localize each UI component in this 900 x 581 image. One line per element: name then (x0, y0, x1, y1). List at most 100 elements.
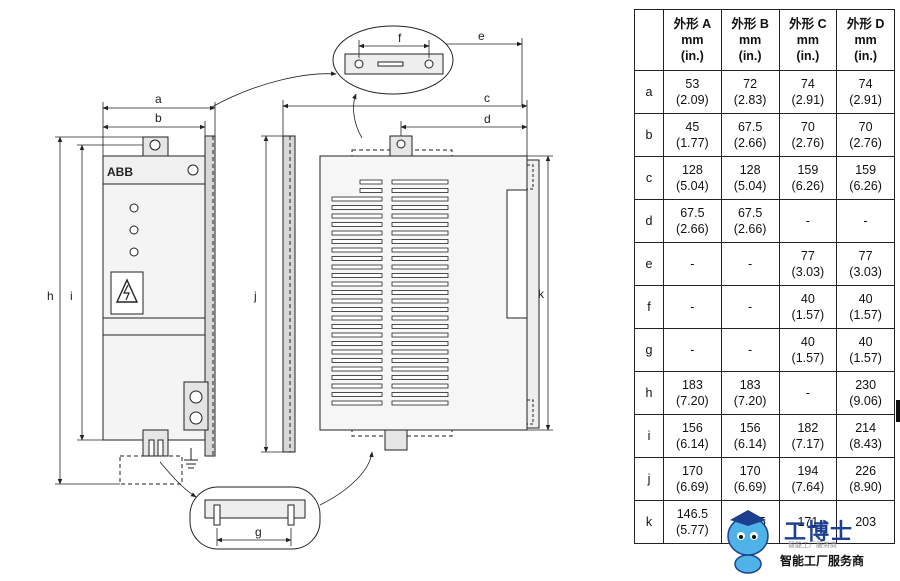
table-row: e--77(3.03)77(3.03) (634, 242, 895, 286)
cell-value-mm: 214 (855, 421, 877, 435)
cell-value-mm: 77 (800, 249, 815, 263)
vent-slot (359, 188, 383, 193)
vent-slot (331, 400, 383, 406)
cell-value-mm: 67.5 (737, 120, 763, 134)
vent-slot (331, 349, 383, 355)
top-detail-bubble (209, 25, 454, 139)
cell-value-mm: 230 (855, 378, 877, 392)
table-cell: 182(7.17) (778, 414, 838, 458)
dim-label-k: k (538, 287, 545, 301)
vent-slot (391, 383, 449, 389)
cell-value-mm: 183 (739, 378, 761, 392)
cell-value-in: (1.57) (849, 308, 882, 322)
vent-slot (391, 307, 449, 312)
cell-value-mm: 156 (739, 421, 761, 435)
cell-value-in: (8.43) (849, 437, 882, 451)
vent-slot (331, 264, 383, 270)
dim-label-g: g (255, 525, 262, 539)
table-cell: 40 (1.57) (778, 285, 838, 329)
cell-value-in: (2.91) (791, 93, 825, 107)
table-cell: 40 (1.57) (836, 285, 895, 329)
cell-value-in: (1.77) (676, 136, 709, 150)
cell-value-mm: 156 (681, 421, 703, 435)
front-dimensions (55, 102, 216, 485)
vent-slot (331, 315, 383, 321)
cell-value-in: (2.76) (791, 136, 825, 150)
table-cell: 214 (8.43) (836, 414, 895, 458)
cell-value-mm: - (805, 386, 810, 400)
table-cell: 170(6.69) (663, 457, 722, 501)
cell-value-in: (6.26) (791, 179, 825, 193)
cell-value-mm: 70 (800, 120, 815, 134)
vent-slot (331, 324, 383, 329)
vent-slot (331, 307, 383, 312)
cell-value-mm: 67.5 (737, 206, 763, 220)
table-cell: - (836, 199, 895, 243)
vent-slot (331, 375, 383, 380)
table-row: g--40(1.57)40(1.57) (634, 328, 895, 372)
dim-label-h: h (47, 289, 54, 303)
cell-value-mm: 53 (685, 77, 700, 91)
vent-slot (391, 290, 449, 295)
vent-slot (391, 349, 449, 355)
table-cell: 67.5(2.66) (663, 199, 722, 243)
cell-value-mm: 40 (858, 292, 873, 306)
vent-slot (331, 281, 383, 287)
cell-value-in: (1.57) (791, 308, 825, 322)
vent-slot (331, 205, 383, 210)
cell-value-mm: 40 (800, 292, 815, 306)
vent-slot (391, 196, 449, 202)
dim-label-j: j (253, 289, 257, 303)
table-cell: 170(6.69) (720, 457, 780, 501)
vent-slot (331, 256, 383, 261)
front-view (102, 135, 216, 485)
vent-slot (391, 375, 449, 380)
vent-slot (331, 247, 383, 253)
vent-slot (391, 247, 449, 253)
dimension-drawing: ABB a b h i (47, 25, 553, 550)
table-corner-cell (634, 9, 664, 71)
row-label: j (634, 457, 664, 501)
table-cell: 67.5(2.66) (720, 113, 780, 157)
cell-value-mm: 159 (855, 163, 877, 177)
vent-slot (391, 230, 449, 236)
row-label: a (634, 70, 664, 114)
vent-slot (391, 358, 449, 363)
dim-label-d: d (484, 112, 491, 126)
cell-value-mm: 67.5 (680, 206, 705, 220)
table-cell: 72(2.83) (720, 70, 780, 114)
table-cell: - (778, 199, 838, 243)
row-label: e (634, 242, 664, 286)
cell-value-mm: 45 (685, 120, 700, 134)
table-cell: - (778, 371, 838, 415)
cell-value-mm: - (863, 214, 868, 228)
row-label: c (634, 156, 664, 200)
abb-logo-text: ABB (107, 165, 133, 179)
vent-slot (391, 188, 449, 193)
cell-value-in: (7.64) (791, 480, 825, 494)
cell-value-in: (6.26) (849, 179, 882, 193)
cell-value-mm: - (748, 300, 753, 314)
vent-slot (331, 196, 383, 202)
vent-slot (391, 324, 449, 329)
cell-value-in: (7.20) (733, 394, 767, 408)
cell-value-mm: 170 (739, 464, 761, 478)
cell-value-mm: - (805, 214, 810, 228)
vent-slot (331, 298, 383, 304)
dim-label-f: f (398, 31, 402, 45)
table-cell: 128(5.04) (720, 156, 780, 200)
cell-value-mm: 159 (797, 163, 819, 177)
table-cell: 45 (1.77) (663, 113, 722, 157)
cell-value-in: (1.57) (849, 351, 882, 365)
table-cell: 40(1.57) (836, 328, 895, 372)
table-cell: 230(9.06) (836, 371, 895, 415)
bottom-detail-bubble (159, 451, 374, 550)
table-cell: 70 (2.76) (778, 113, 838, 157)
vent-slot (391, 264, 449, 270)
